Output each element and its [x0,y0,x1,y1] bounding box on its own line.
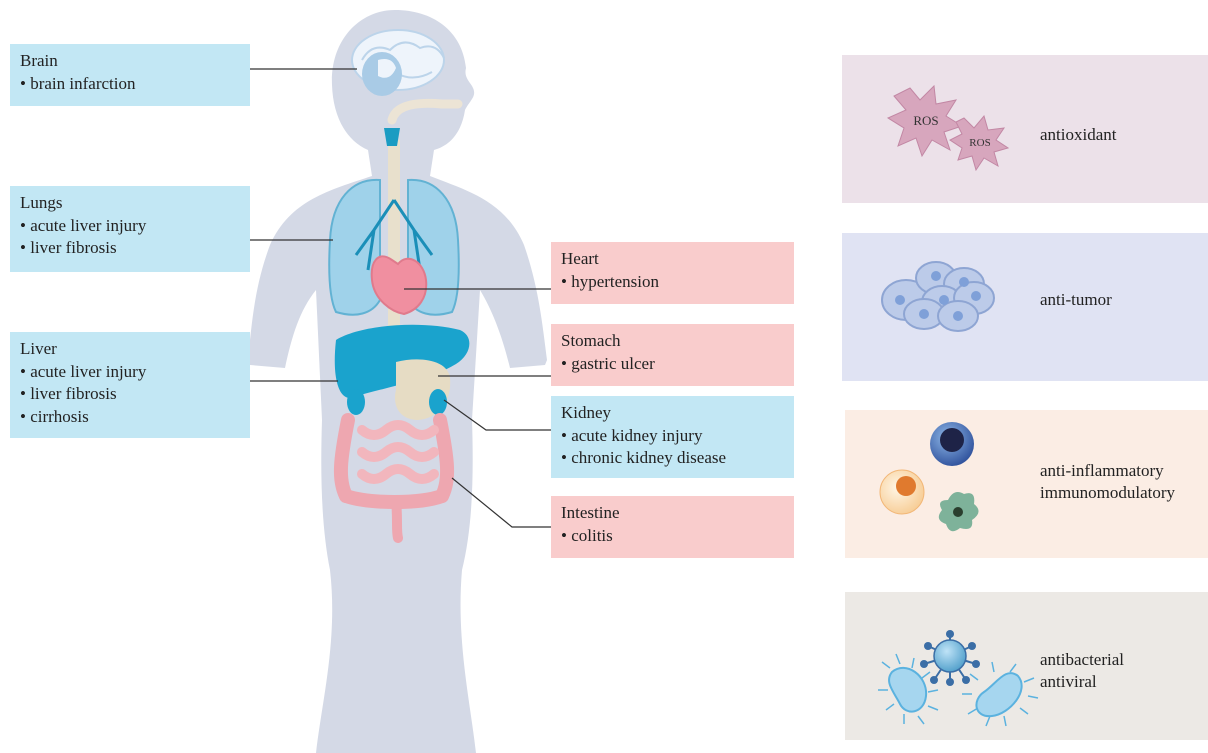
condition-item: acute liver injury [20,361,242,384]
ros-label-2: ROS [969,137,990,149]
condition-item: hypertension [561,271,786,294]
organ-box-intestine: Intestine colitis [551,496,794,558]
organ-name: Heart [561,248,786,271]
organ-box-stomach: Stomach gastric ulcer [551,324,794,386]
organ-name: Lungs [20,192,242,215]
organ-name: Brain [20,50,242,73]
condition-item: acute kidney injury [561,425,786,448]
condition-item: liver fibrosis [20,237,242,260]
condition-list: acute kidney injury chronic kidney disea… [561,425,786,470]
organ-name: Stomach [561,330,786,353]
condition-list: acute liver injury liver fibrosis cirrho… [20,361,242,429]
effect-label-line: anti-inflammatory [1040,460,1175,482]
ros-label-1: ROS [913,113,938,128]
organ-name: Kidney [561,402,786,425]
condition-list: acute liver injury liver fibrosis [20,215,242,260]
organ-name: Liver [20,338,242,361]
condition-item: cirrhosis [20,406,242,429]
organ-name: Intestine [561,502,786,525]
condition-item: liver fibrosis [20,383,242,406]
effect-label-antitumor: anti-tumor [1040,289,1112,311]
effect-label-line: antiviral [1040,671,1124,693]
condition-list: brain infarction [20,73,242,96]
condition-item: colitis [561,525,786,548]
condition-item: acute liver injury [20,215,242,238]
panel-antibacterial [845,592,1208,740]
effect-label-line: anti-tumor [1040,289,1112,311]
organ-box-liver: Liver acute liver injury liver fibrosis … [10,332,250,438]
effect-label-antibacterial: antibacterial antiviral [1040,649,1124,693]
effect-label-line: antioxidant [1040,124,1116,146]
effect-label-antiinflammatory: anti-inflammatory immunomodulatory [1040,460,1175,504]
effect-label-line: antibacterial [1040,649,1124,671]
organ-box-heart: Heart hypertension [551,242,794,304]
condition-item: chronic kidney disease [561,447,786,470]
organ-box-brain: Brain brain infarction [10,44,250,106]
condition-list: gastric ulcer [561,353,786,376]
condition-list: colitis [561,525,786,548]
effect-label-line: immunomodulatory [1040,482,1175,504]
panel-antioxidant [842,55,1208,203]
condition-item: gastric ulcer [561,353,786,376]
condition-item: brain infarction [20,73,242,96]
organ-box-lungs: Lungs acute liver injury liver fibrosis [10,186,250,272]
condition-list: hypertension [561,271,786,294]
effect-label-antioxidant: antioxidant [1040,124,1116,146]
organ-box-kidney: Kidney acute kidney injury chronic kidne… [551,396,794,478]
